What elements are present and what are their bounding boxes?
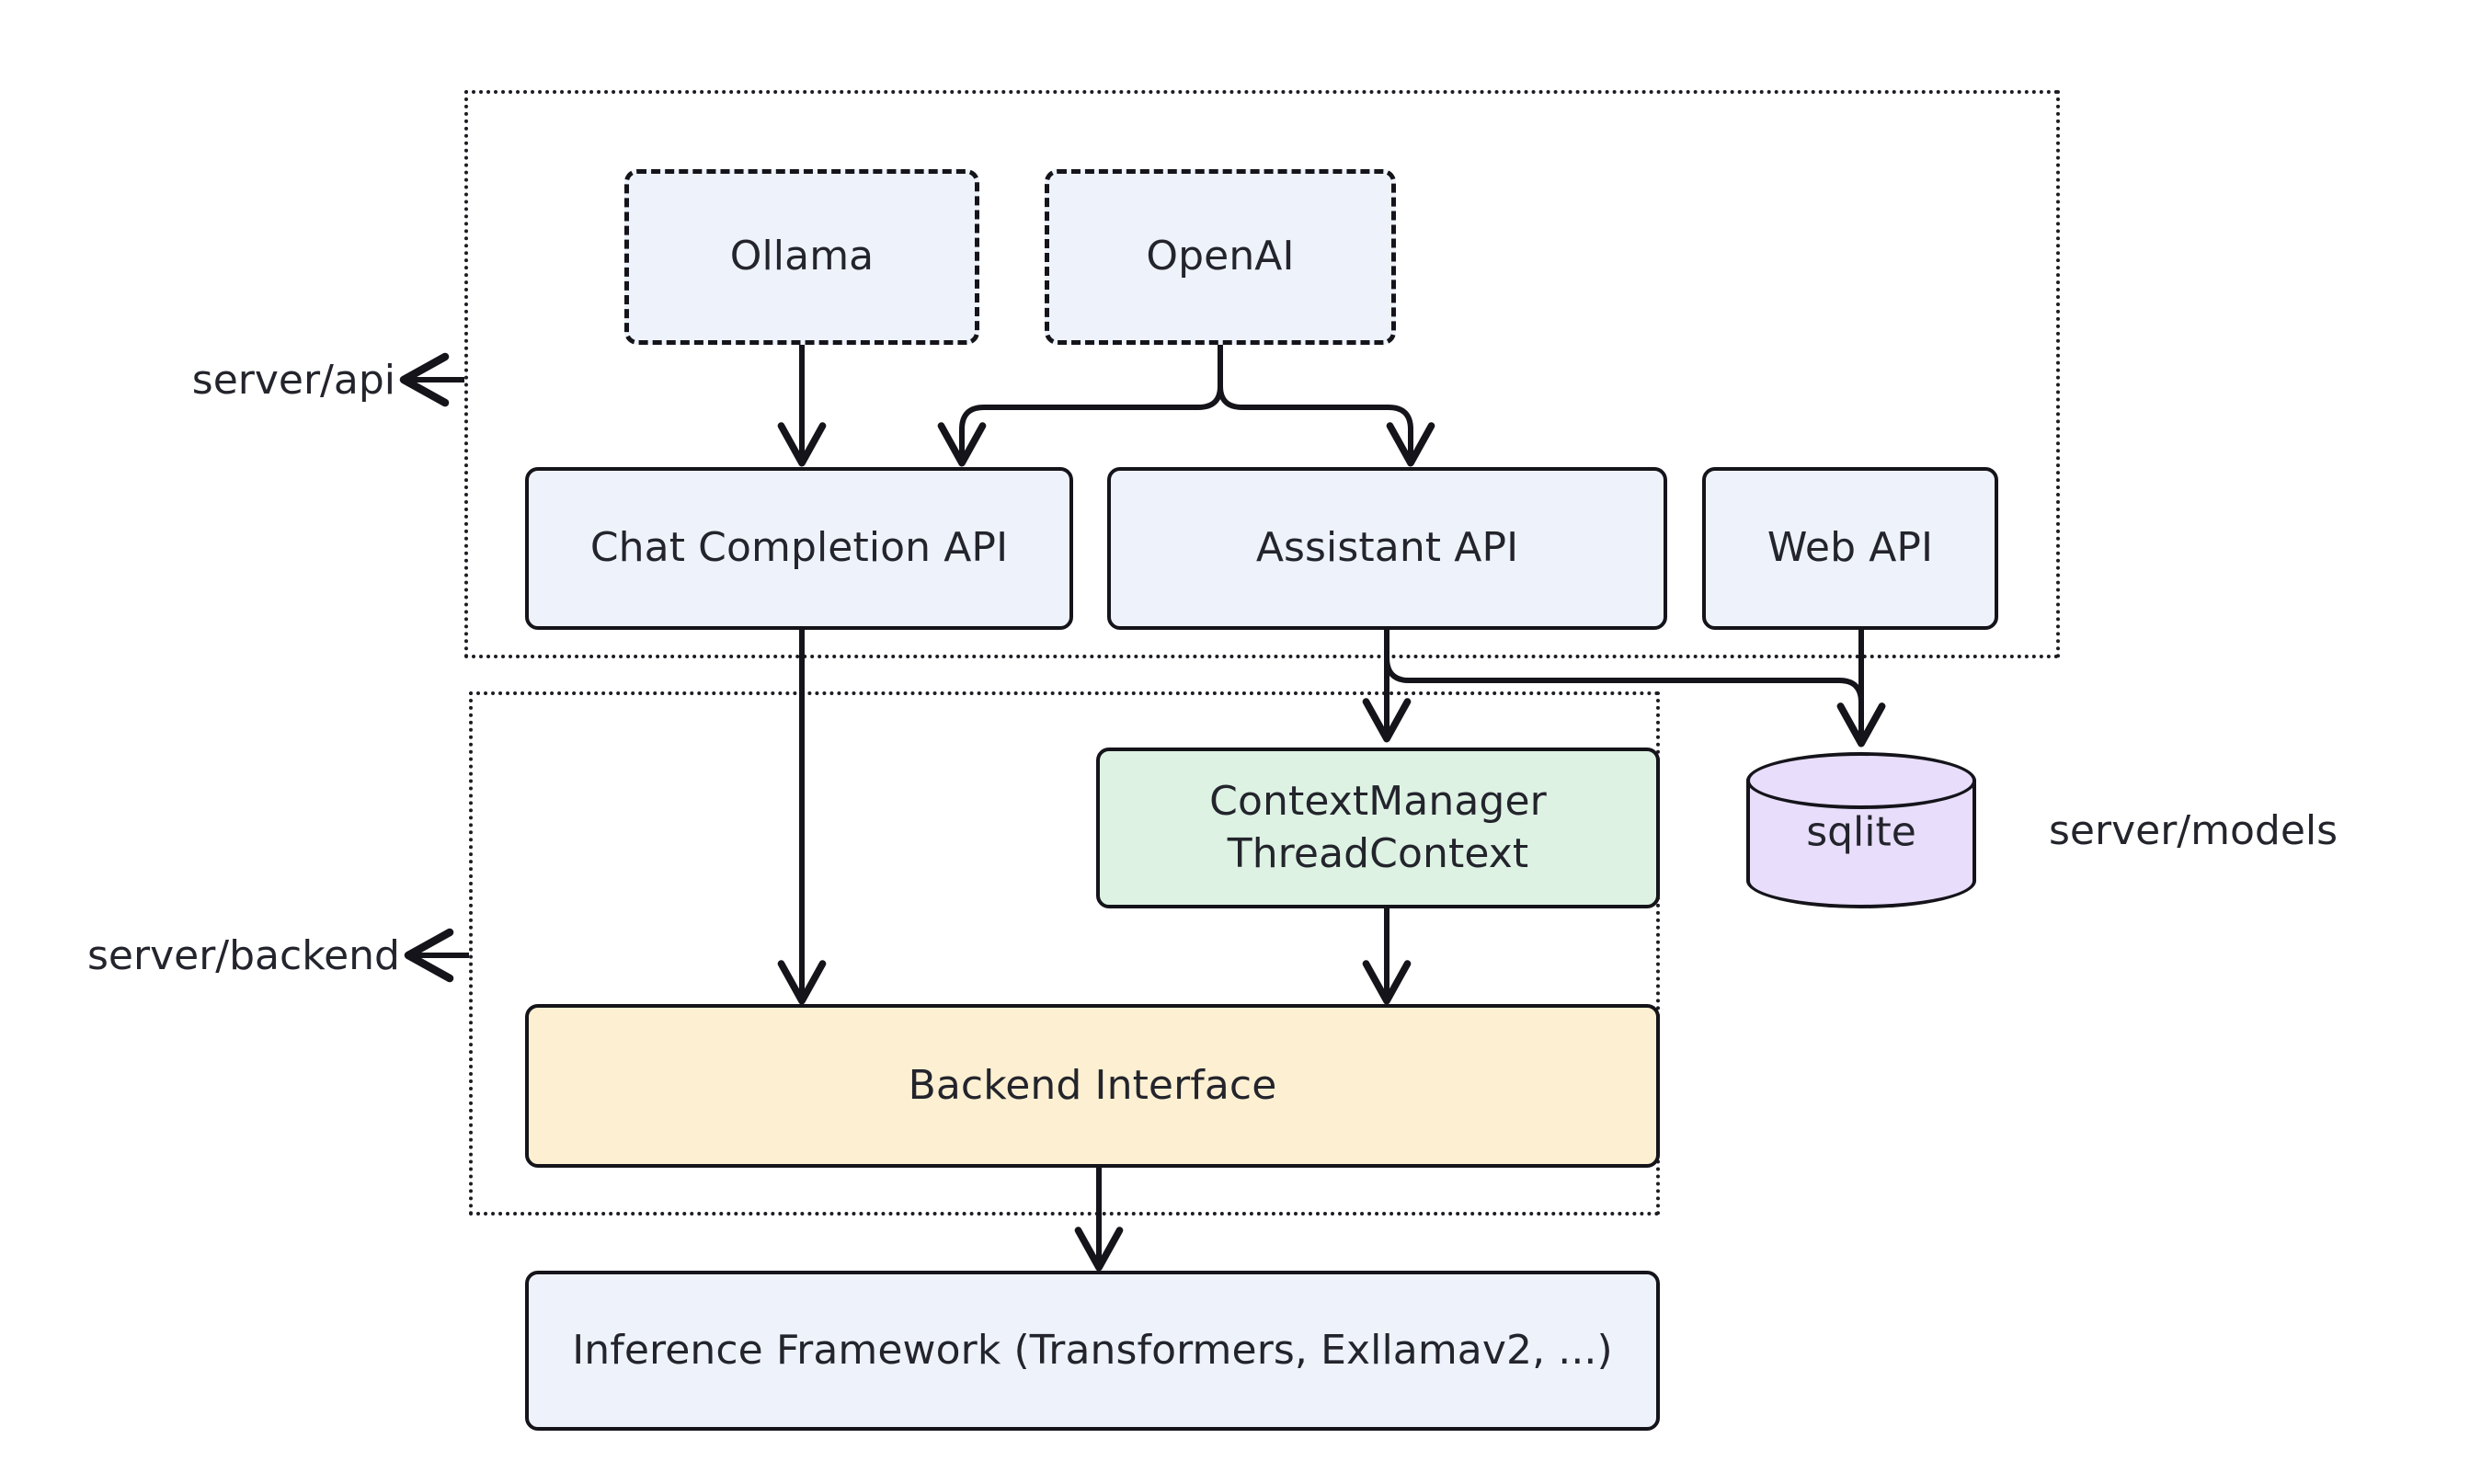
node-web-api[interactable]: Web API (1702, 467, 1998, 630)
node-inference-framework[interactable]: Inference Framework (Transformers, Exlla… (525, 1271, 1660, 1431)
sqlite-label: sqlite (1806, 808, 1916, 856)
group-server-backend (469, 691, 1660, 1216)
node-openai[interactable]: OpenAI (1045, 169, 1396, 345)
label-server-backend: server/backend (87, 932, 400, 979)
label-server-api: server/api (191, 357, 395, 404)
cylinder-top-ellipse (1746, 752, 1976, 809)
group-server-api (464, 90, 2060, 658)
node-contextmanager-threadcontext[interactable]: ContextManager ThreadContext (1096, 748, 1660, 908)
node-ollama[interactable]: Ollama (624, 169, 979, 345)
label-server-models: server/models (2049, 807, 2338, 854)
node-chat-completion-api[interactable]: Chat Completion API (525, 467, 1073, 630)
node-sqlite-database[interactable]: sqlite (1746, 752, 1976, 908)
node-backend-interface[interactable]: Backend Interface (525, 1004, 1660, 1168)
node-assistant-api[interactable]: Assistant API (1107, 467, 1667, 630)
